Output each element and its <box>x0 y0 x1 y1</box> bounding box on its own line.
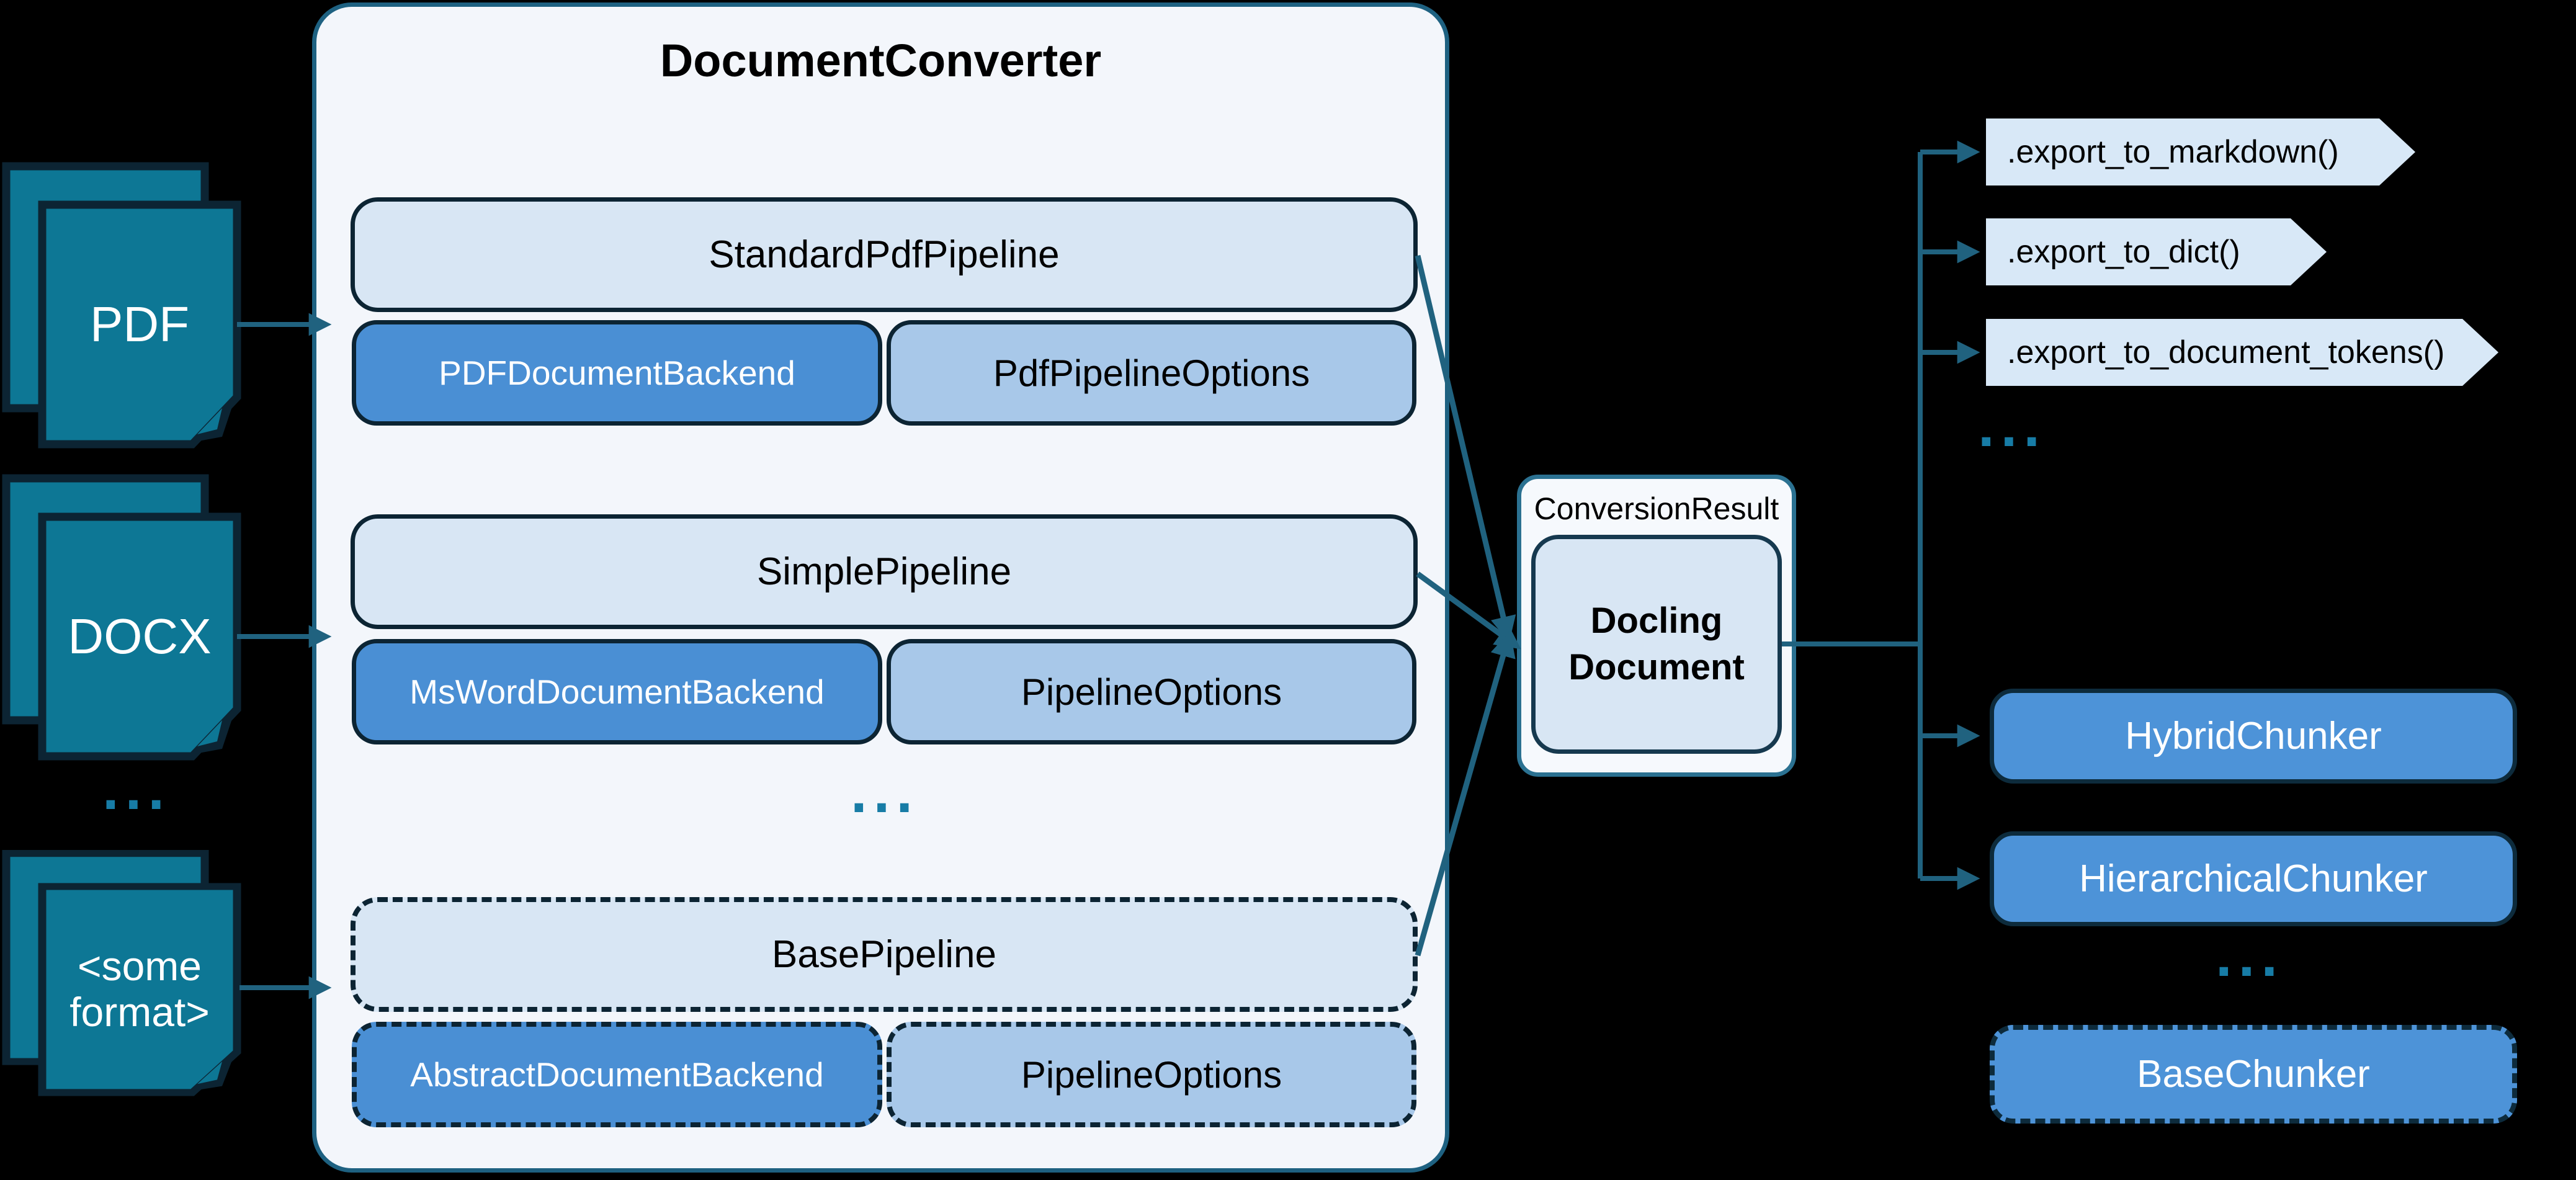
document-stack-icon <box>2 850 241 1096</box>
other-format-line2: format> <box>69 989 210 1035</box>
chunker-base: BaseChunker <box>1990 1025 2517 1124</box>
docling-document-box: Docling Document <box>1531 535 1782 754</box>
document-converter-title: DocumentConverter <box>660 34 1102 86</box>
exports-ellipsis: ... <box>1977 393 2046 459</box>
pipeline-bar-base: BasePipeline <box>351 897 1418 1012</box>
chunkers-ellipsis: ... <box>2215 923 2284 989</box>
docling-document-line1: Docling <box>1590 601 1723 641</box>
backend-box-msword: MsWordDocumentBackend <box>352 639 882 744</box>
docling-document-line2: Document <box>1568 646 1745 687</box>
pdf-documents-icon: PDF <box>0 160 243 449</box>
conversion-result-label: ConversionResult <box>1534 491 1779 526</box>
document-stack-icon <box>2 474 241 761</box>
export-tag-document-tokens: .export_to_document_tokens() <box>1986 319 2498 386</box>
options-box-pdf: PdfPipelineOptions <box>887 320 1416 426</box>
docx-label: DOCX <box>68 609 212 664</box>
export-tag-dict: .export_to_dict() <box>1986 218 2327 285</box>
pipeline-bar-standard-pdf: StandardPdfPipeline <box>351 197 1418 312</box>
inputs-ellipsis: ... <box>102 756 171 822</box>
backend-box-pdf: PDFDocumentBackend <box>352 320 882 426</box>
converter-ellipsis: ... <box>850 759 919 825</box>
options-box-simple: PipelineOptions <box>887 639 1416 744</box>
other-format-line1: <some <box>78 943 202 990</box>
other-format-label: <some format> <box>41 887 238 1093</box>
docx-documents-icon: DOCX <box>0 472 243 761</box>
options-box-base: PipelineOptions <box>887 1022 1416 1127</box>
pipeline-bar-simple: SimplePipeline <box>351 514 1418 629</box>
export-tag-markdown: .export_to_markdown() <box>1986 118 2415 185</box>
other-format-documents-icon: <some format> <box>0 848 243 1096</box>
pdf-label: PDF <box>90 297 189 352</box>
document-stack-icon <box>2 162 241 449</box>
chunker-hierarchical: HierarchicalChunker <box>1990 831 2517 926</box>
chunker-hybrid: HybridChunker <box>1990 689 2517 784</box>
backend-box-abstract: AbstractDocumentBackend <box>352 1022 882 1127</box>
